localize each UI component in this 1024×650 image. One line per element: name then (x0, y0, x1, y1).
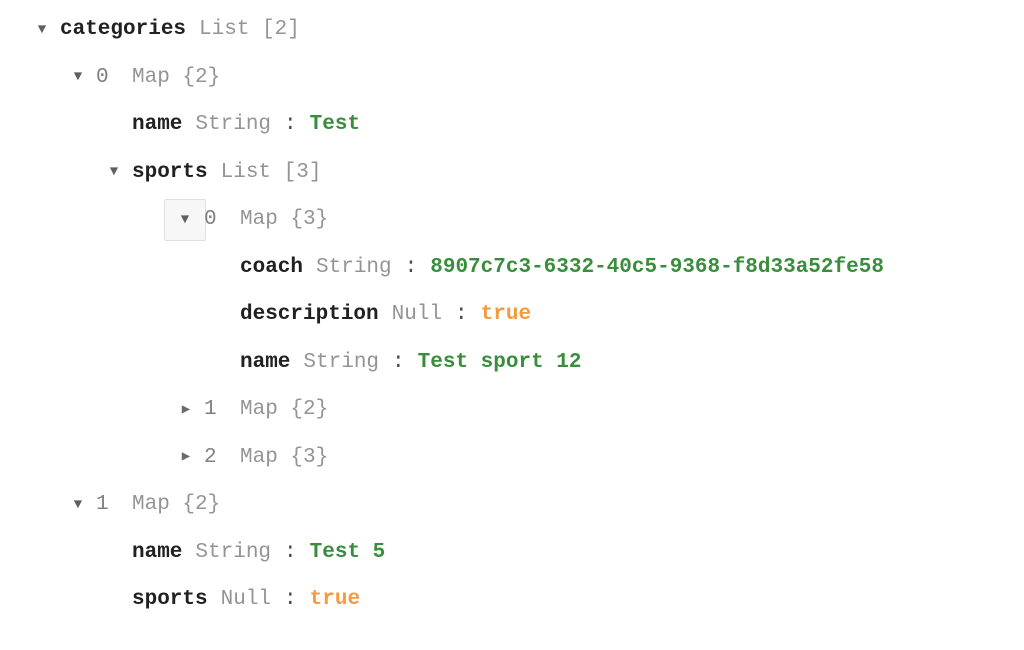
node-key: name (132, 540, 183, 564)
node-key: name (132, 113, 183, 137)
node-index: 0 (204, 208, 217, 232)
tree-row: ▼ 0 Map {2} (0, 54, 1024, 102)
triangle-right-icon[interactable]: ▶ (181, 401, 191, 418)
node-index: 1 (204, 398, 217, 422)
node-key: coach (240, 255, 304, 279)
tree-row: name String: Test (0, 101, 1024, 149)
node-type: List [2] (199, 18, 300, 42)
arrow-slot: ▼ (60, 498, 96, 512)
node-type: Map {3} (240, 445, 329, 469)
triangle-down-icon[interactable]: ▼ (37, 21, 47, 38)
node-type: List [3] (220, 160, 322, 184)
triangle-down-icon[interactable]: ▼ (73, 69, 83, 86)
colon-separator: : (284, 113, 297, 137)
node-type: String (316, 255, 392, 279)
arrow-slot: ▼ (24, 23, 60, 37)
node-type: Map {3} (240, 208, 329, 232)
colon-separator: : (392, 350, 405, 374)
node-key: name (240, 350, 291, 374)
arrow-slot: ▶ (168, 450, 204, 464)
arrow-slot: ▼ (96, 165, 132, 179)
colon-separator: : (404, 255, 418, 279)
node-value: Test 5 (309, 540, 386, 564)
node-key: categories (60, 18, 187, 42)
tree-row: ▼ categories List [2] (0, 6, 1024, 54)
tree-row: ▶ 2 Map {3} (0, 434, 1024, 482)
node-value: 8907c7c3-6332-40c5-9368-f8d33a52fe58 (430, 255, 884, 279)
triangle-down-icon[interactable]: ▼ (109, 164, 119, 181)
node-type: Map {2} (132, 493, 221, 517)
tree-row: coach String:8907c7c3-6332-40c5-9368-f8d3… (0, 244, 1024, 292)
tree-row: ▼ sports List [3] (0, 149, 1024, 197)
node-type: Map {2} (240, 398, 329, 422)
arrow-slot: ▶ (168, 403, 204, 417)
triangle-down-icon[interactable]: ▼ (73, 496, 83, 513)
node-value: Test (309, 113, 361, 137)
tree-row: name String: Test sport 12 (0, 339, 1024, 387)
node-type: Map {2} (132, 65, 221, 89)
arrow-slot: ▼ (60, 70, 96, 84)
triangle-right-icon[interactable]: ▶ (181, 449, 191, 466)
tree-row: ▼ 0 Map {3} (0, 196, 1024, 244)
tree-row: ▶ 1 Map {2} (0, 386, 1024, 434)
node-type: String (195, 113, 272, 137)
tree-row: sports Null: true (0, 576, 1024, 624)
colon-separator: : (455, 303, 468, 327)
node-key: sports (132, 588, 208, 612)
node-type: String (195, 540, 272, 564)
tree-row: name String: Test 5 (0, 529, 1024, 577)
colon-separator: : (284, 540, 297, 564)
node-key: description (240, 303, 379, 327)
node-key: sports (132, 160, 208, 184)
colon-separator: : (284, 588, 297, 612)
triangle-down-icon[interactable]: ▼ (180, 211, 190, 228)
tree-row: description Null: true (0, 291, 1024, 339)
node-value: true (309, 588, 361, 612)
tree-row: ▼ 1 Map {2} (0, 481, 1024, 529)
expand-toggle-box: ▼ (164, 198, 206, 241)
node-index: 2 (204, 445, 217, 469)
node-value: true (480, 303, 532, 327)
node-index: 0 (96, 65, 109, 89)
node-type: String (303, 350, 380, 374)
node-type: Null (391, 303, 443, 327)
node-type: Null (220, 588, 272, 612)
node-index: 1 (96, 493, 109, 517)
node-value: Test sport 12 (417, 350, 582, 374)
